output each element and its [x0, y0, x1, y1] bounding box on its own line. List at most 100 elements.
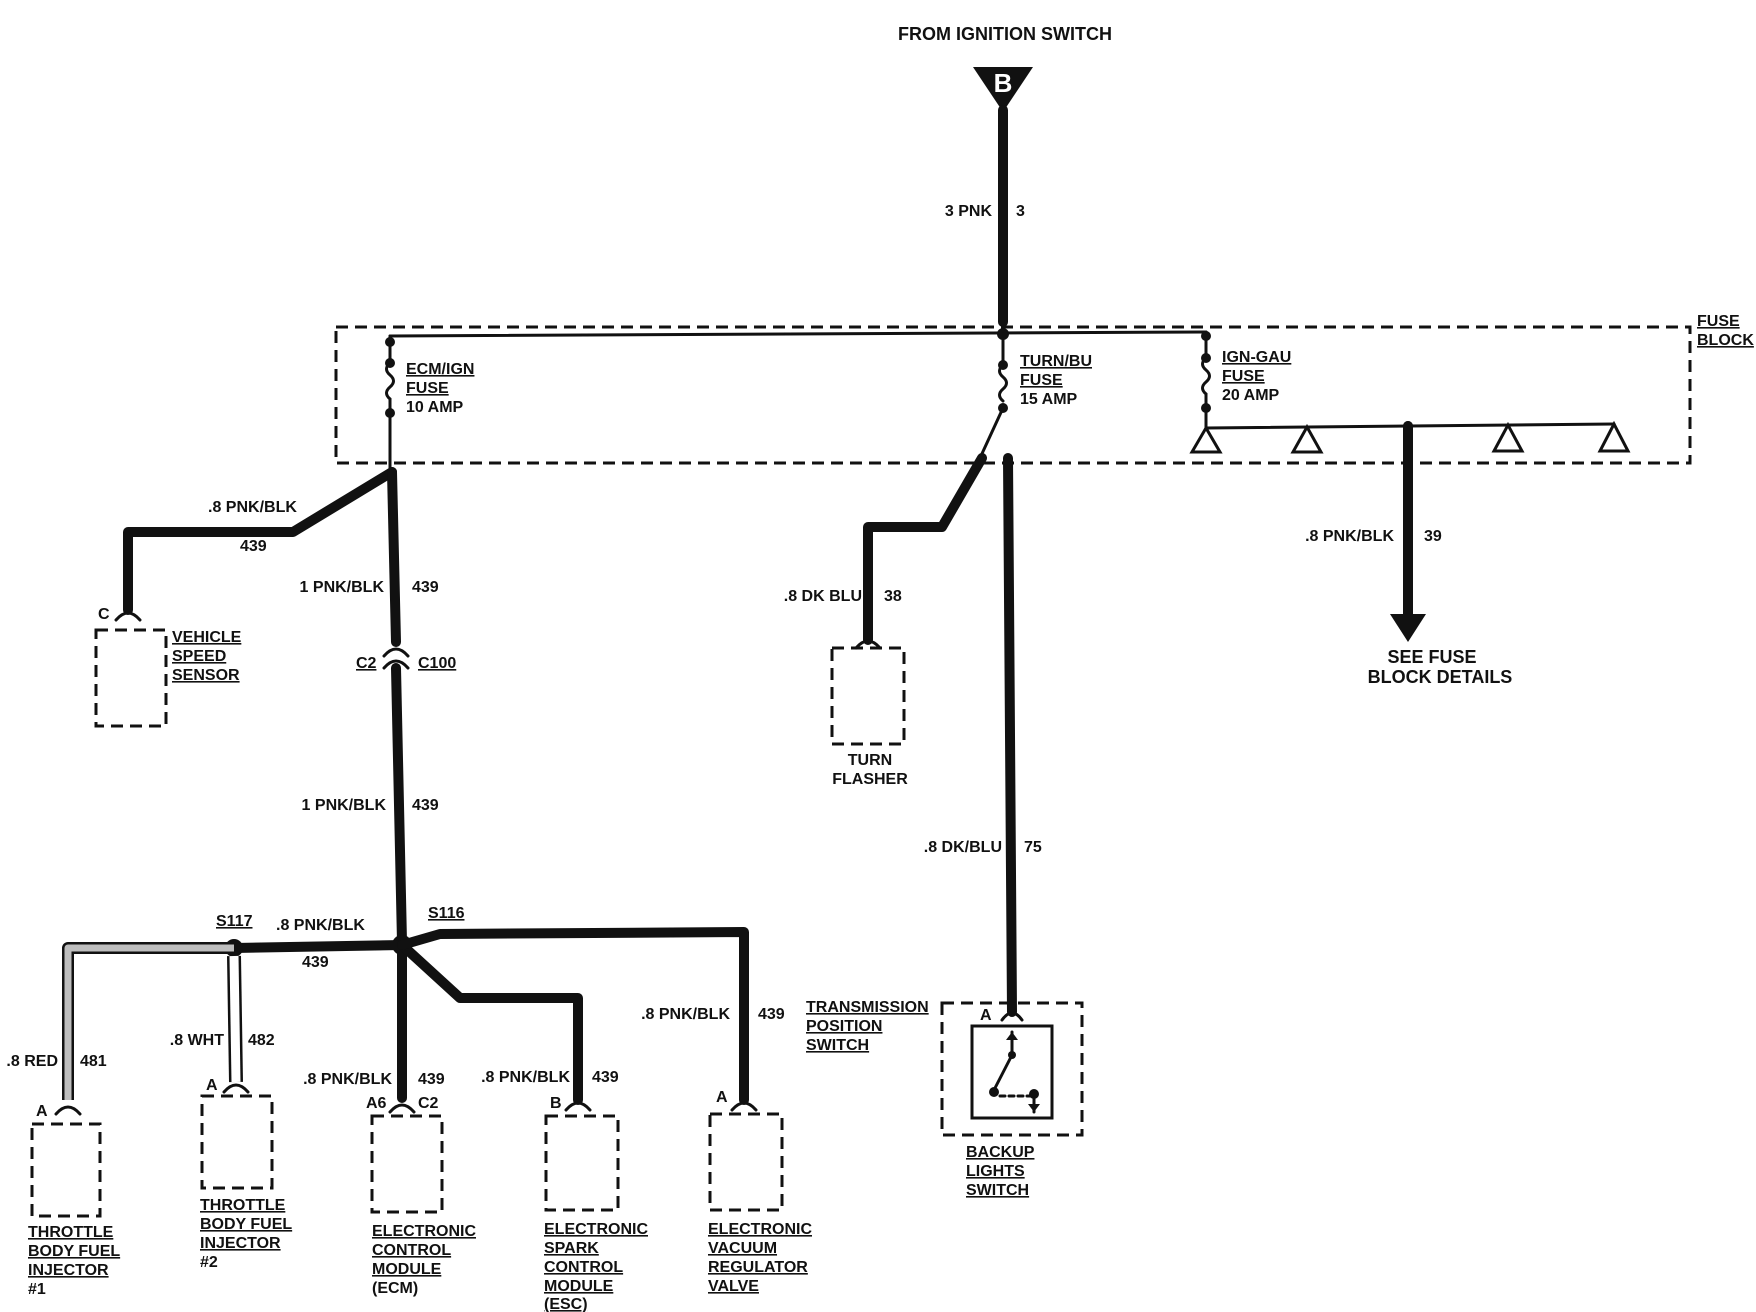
injector2-connector	[222, 1083, 250, 1094]
injector1-connector	[54, 1105, 82, 1116]
s117-wire-label: .8 PNK/BLK	[276, 917, 365, 934]
backup-wire-label: .8 DK/BLU	[924, 839, 1002, 856]
turn-flasher-label-1: TURN	[848, 752, 892, 769]
esc-wire-label: .8 PNK/BLK	[481, 1069, 570, 1086]
fuse-ign-gau	[1201, 330, 1211, 430]
fuse-details-line1: SEE FUSE	[1387, 647, 1476, 667]
esc-pin: B	[550, 1095, 562, 1112]
fuse-ecm-ign-name: ECM/IGN	[406, 361, 474, 378]
ecm-feed-lower-circuit: 439	[412, 797, 439, 814]
ecm-feed-upper-label: 1 PNK/BLK	[300, 579, 385, 596]
evrv-pin: A	[716, 1089, 728, 1106]
turn-flasher-box	[830, 646, 906, 746]
tps-outline	[940, 1001, 1084, 1137]
ecm-label-3: MODULE	[372, 1261, 442, 1278]
gau-terminals	[1189, 420, 1631, 454]
fuse-details-arrow	[1390, 614, 1426, 642]
esc-wire	[397, 940, 583, 1105]
evrv-wire-label: .8 PNK/BLK	[641, 1006, 730, 1023]
turn-flasher-label-2: FLASHER	[832, 771, 908, 788]
flasher-wire-label: .8 DK BLU	[784, 588, 862, 605]
vss-pin: C	[98, 606, 110, 623]
ecm-circuit: 439	[418, 1071, 445, 1088]
switch-icon	[989, 1030, 1040, 1114]
injector1-label-4: #1	[28, 1281, 46, 1298]
injector2-label-1: THROTTLE	[200, 1197, 286, 1214]
backup-label-1: BACKUP	[966, 1144, 1035, 1161]
s117-circuit: 439	[302, 954, 329, 971]
esc-label-2: SPARK	[544, 1240, 599, 1257]
ecm-pin-2: C2	[418, 1095, 439, 1112]
esc-box	[544, 1114, 620, 1212]
injector1-circuit: 481	[80, 1053, 107, 1070]
ecm-connector	[388, 1103, 416, 1114]
ecm-feed-lower-label: 1 PNK/BLK	[302, 797, 387, 814]
injector2-circuit: 482	[248, 1032, 275, 1049]
injector2-wire-label: .8 WHT	[170, 1032, 224, 1049]
ecm-label-4: (ECM)	[372, 1280, 418, 1297]
vss-label-2: SPEED	[172, 648, 226, 665]
esc-label-3: CONTROL	[544, 1259, 623, 1276]
esc-circuit: 439	[592, 1069, 619, 1086]
esc-label-4: MODULE	[544, 1278, 614, 1295]
evrv-label-2: VACUUM	[708, 1240, 777, 1257]
ecm-feed-lower-wire	[391, 663, 407, 947]
flasher-wire	[863, 453, 987, 645]
tps-pin: A	[980, 1007, 992, 1024]
injector2-wire-fill	[229, 955, 241, 1083]
tps-label-1: TRANSMISSION	[806, 999, 929, 1016]
source-title: FROM IGNITION SWITCH	[898, 24, 1112, 44]
evrv-wire	[397, 927, 749, 1105]
flasher-circuit: 38	[884, 588, 902, 605]
injector2-label-2: BODY FUEL	[200, 1216, 292, 1233]
fuse-turn-bu-name: TURN/BU	[1020, 353, 1092, 370]
injector2-pin: A	[206, 1077, 218, 1094]
c100-connector	[382, 647, 410, 670]
fuse-ecm-ign-type: FUSE	[406, 380, 449, 397]
injector1-label-1: THROTTLE	[28, 1224, 114, 1241]
evrv-label-4: VALVE	[708, 1278, 759, 1295]
ecm-box	[370, 1114, 444, 1214]
esc-connector	[564, 1101, 592, 1112]
fuse-ecm-ign-rating: 10 AMP	[406, 399, 464, 416]
main-feed-circuit: 3	[1016, 203, 1025, 220]
backup-connector	[1000, 1011, 1024, 1022]
fuse-block-outline	[334, 325, 1692, 465]
injector2-box	[200, 1094, 274, 1190]
backup-switch-body	[970, 1024, 1054, 1120]
fuse-ign-gau-name: IGN-GAU	[1222, 349, 1291, 366]
esc-label-1: ELECTRONIC	[544, 1221, 648, 1238]
main-feed-wire-label: 3 PNK	[945, 203, 993, 220]
fuse-bus-bar	[388, 330, 1208, 338]
ecm-feed-upper-circuit: 439	[412, 579, 439, 596]
flasher-connector	[854, 639, 882, 650]
tps-label-3: SWITCH	[806, 1037, 869, 1054]
injector1-label-2: BODY FUEL	[28, 1243, 120, 1260]
fuse-turn-bu-rating: 15 AMP	[1020, 391, 1078, 408]
c2-label: C2	[356, 655, 377, 672]
backup-circuit: 75	[1024, 839, 1042, 856]
injector2-label-4: #2	[200, 1254, 218, 1271]
evrv-label-3: REGULATOR	[708, 1259, 808, 1276]
evrv-box	[708, 1112, 784, 1212]
vss-circuit: 439	[240, 538, 267, 555]
fuse-turn-bu-type: FUSE	[1020, 372, 1063, 389]
ecm-wire-label: .8 PNK/BLK	[303, 1071, 392, 1088]
fuse-block-label-1: FUSE	[1697, 313, 1740, 330]
fuse-ecm-ign	[385, 334, 395, 472]
esc-label-5: (ESC)	[544, 1296, 588, 1312]
evrv-label-1: ELECTRONIC	[708, 1221, 812, 1238]
ecm-label-2: CONTROL	[372, 1242, 451, 1259]
vss-wire	[123, 467, 397, 615]
s117-wire	[229, 940, 407, 953]
ecm-feed-upper-wire	[387, 467, 401, 647]
evrv-circuit: 439	[758, 1006, 785, 1023]
backup-label-2: LIGHTS	[966, 1163, 1025, 1180]
injector1-wire-fill	[64, 944, 234, 1100]
fuse-ign-gau-rating: 20 AMP	[1222, 387, 1280, 404]
vss-box	[94, 628, 168, 728]
backup-label-3: SWITCH	[966, 1182, 1029, 1199]
injector1-wire-label: .8 RED	[6, 1053, 58, 1070]
backup-wire	[1003, 453, 1017, 1017]
injector1-box	[30, 1122, 102, 1218]
